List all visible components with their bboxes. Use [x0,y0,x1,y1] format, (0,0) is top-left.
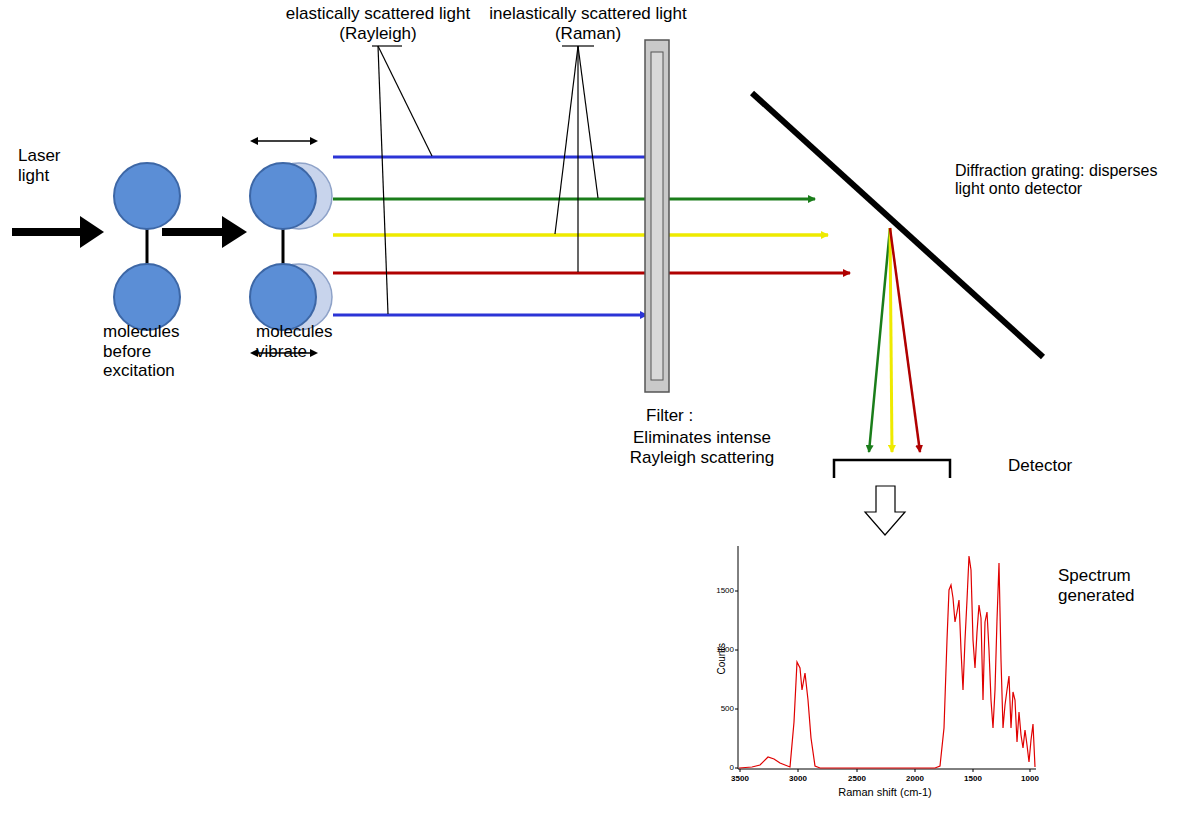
tick-label: 1000 [702,645,734,654]
spectrum-chart [735,546,1036,772]
dispersed-rays [869,228,920,452]
filter [645,40,669,392]
molecule-label: molecules vibrate [256,322,351,361]
molecule-vibrating [250,141,332,353]
diffraction-grating [752,93,1043,357]
spectrum-label: Spectrum generated [1058,566,1158,605]
tick-label: 0 [702,763,734,772]
grating-label: Diffraction grating: disperses light ont… [955,162,1177,199]
tick-label: 1500 [955,774,991,783]
output-arrow [865,486,905,535]
molecule-rest [114,163,180,330]
tick-label: 3000 [780,774,816,783]
beam-label: elastically scattered light (Rayleigh) [258,4,498,43]
detector-bracket [834,460,950,478]
beam-label: inelastically scattered light (Raman) [468,4,708,43]
tick-label: 500 [702,704,734,713]
filter-description: Eliminates intense Rayleigh scattering [602,428,802,467]
tick-label: 2500 [839,774,875,783]
molecule-label: molecules before excitation [103,322,213,381]
axis-title: Raman shift (cm-1) [810,786,960,799]
tick-label: 1000 [1012,774,1048,783]
tick-label: 1500 [702,586,734,595]
tick-label: 2000 [897,774,933,783]
input-label: Laser light [18,146,88,185]
detector-label: Detector [1008,456,1108,476]
scattered-beams [333,157,850,315]
tick-label: 3500 [722,774,758,783]
axis-title: Counts [716,629,728,689]
filter-title: Filter : [646,406,736,426]
leader-lines [372,46,598,314]
